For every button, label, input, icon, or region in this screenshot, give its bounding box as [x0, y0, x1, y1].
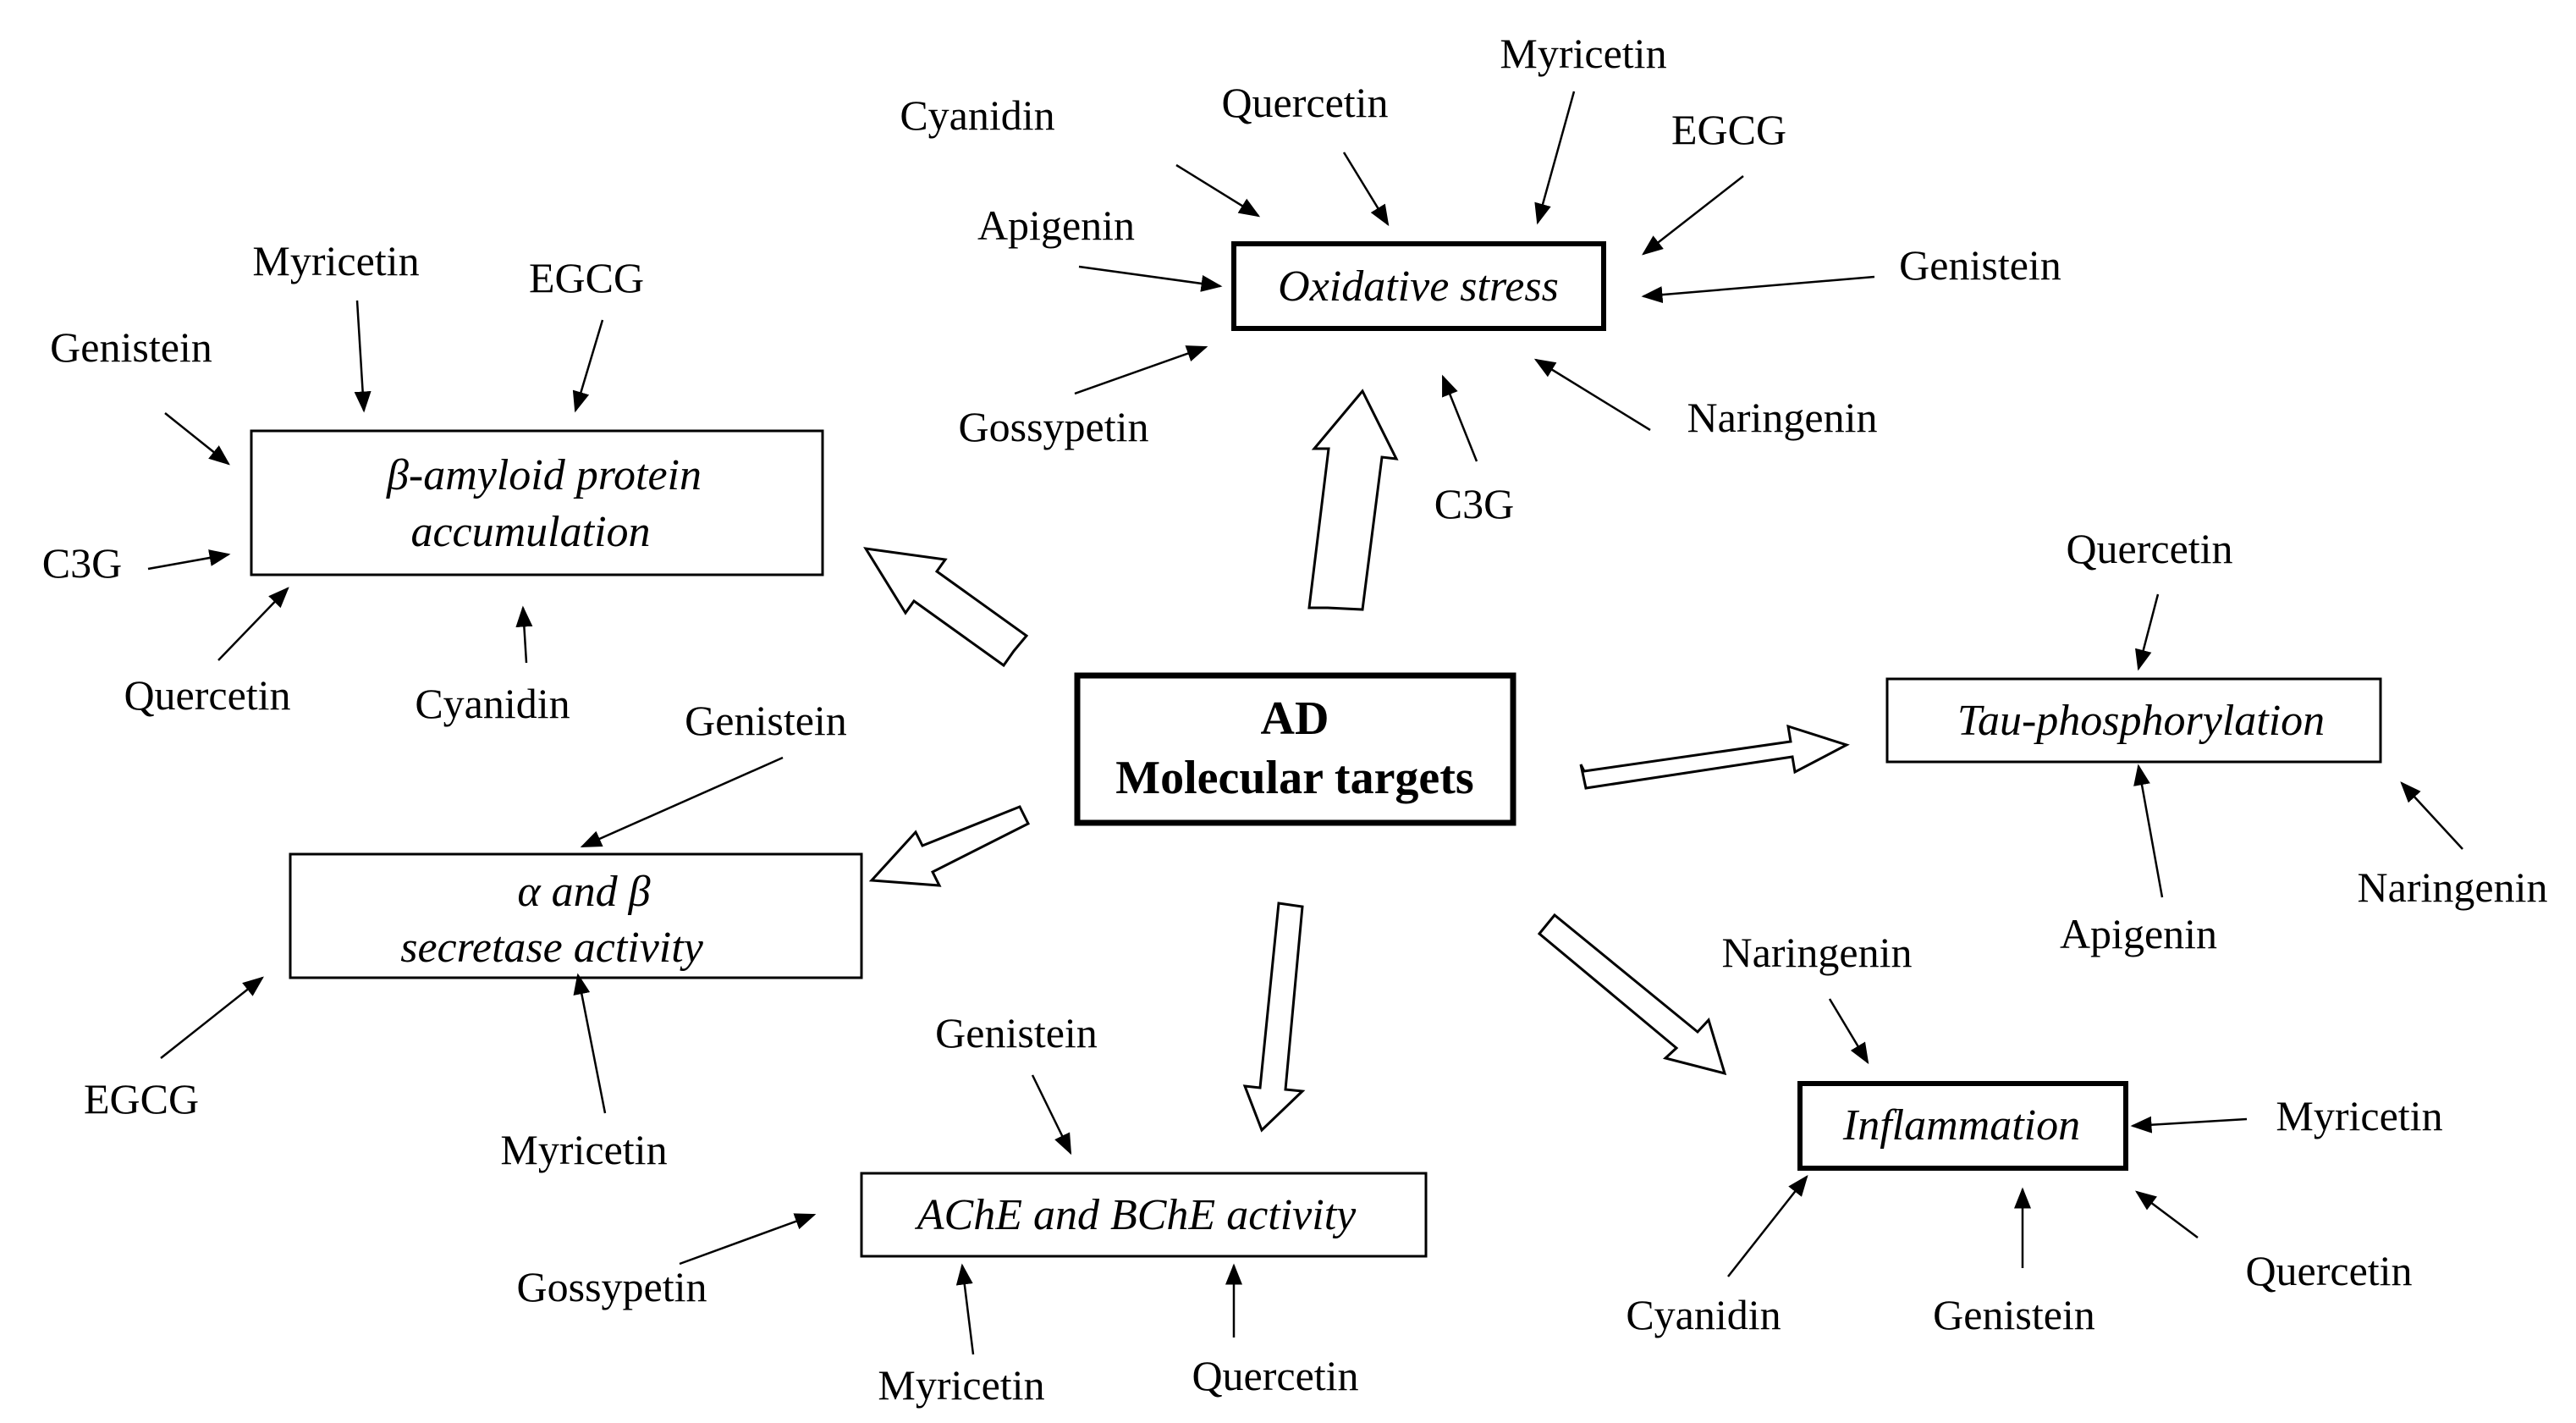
block-arrow-to-tau — [1579, 724, 1850, 790]
compound-arrow — [1641, 275, 1875, 304]
compound-arrow — [515, 605, 533, 664]
center-node: AD Molecular targets — [1074, 672, 1516, 826]
target-tau: Tau-phosphorylation Quercetin Apigenin N… — [1885, 525, 2548, 957]
compound-label: Quercetin — [124, 671, 290, 719]
compound-label: Naringenin — [1722, 929, 1913, 976]
compound-label: Quercetin — [1221, 79, 1388, 126]
compound-label: Myricetin — [1500, 30, 1666, 77]
compound-arrow — [2133, 764, 2164, 898]
target-ache-bche: AChE and BChE activity Genistein Gossype… — [517, 1009, 1428, 1409]
compound-label: Genistein — [935, 1009, 1098, 1056]
compound-label: Myricetin — [2276, 1092, 2442, 1139]
beta-amyloid-box — [250, 429, 824, 576]
block-arrow-to-inflammation — [1537, 913, 1727, 1076]
compound-label: Naringenin — [1687, 394, 1878, 441]
block-arrow-to-oxidative-stress — [1307, 389, 1399, 611]
compound-label: Genistein — [50, 323, 212, 371]
compound-arrow — [1727, 1175, 1808, 1277]
block-arrow-to-ache-bche — [1242, 902, 1306, 1133]
compound-label: Genistein — [1933, 1291, 2095, 1338]
compound-label: C3G — [1434, 480, 1514, 527]
compound-label: Quercetin — [2245, 1247, 2412, 1294]
center-title: AD — [1261, 692, 1329, 745]
compound-arrow — [573, 973, 607, 1114]
compound-label: EGCG — [84, 1075, 199, 1122]
compound-label: Myricetin — [500, 1126, 667, 1173]
compound-arrow — [679, 1213, 817, 1266]
compound-label: Gossypetin — [517, 1263, 707, 1310]
compound-label: Myricetin — [252, 237, 419, 284]
compound-label: Gossypetin — [959, 403, 1149, 450]
compound-label: EGCG — [529, 254, 644, 301]
tau-label: Tau-phosphorylation — [1957, 697, 2325, 745]
compound-arrow — [1078, 265, 1223, 292]
compound-label: Quercetin — [2066, 525, 2232, 572]
beta-amyloid-label-line1: β-amyloid protein — [386, 451, 702, 499]
compound-arrow — [217, 587, 289, 661]
compound-arrow — [955, 1263, 975, 1355]
target-inflammation: Inflammation Naringenin Myricetin Cyanid… — [1626, 929, 2442, 1338]
compound-arrow — [1534, 91, 1576, 225]
compound-arrow — [147, 549, 231, 571]
compound-label: Naringenin — [2358, 863, 2548, 911]
compound-label: C3G — [42, 539, 122, 587]
compound-arrow — [2130, 1116, 2248, 1133]
oxidative-stress-label: Oxidative stress — [1278, 262, 1559, 311]
compound-label: Cyanidin — [1626, 1291, 1781, 1338]
compound-arrow — [572, 319, 604, 413]
oxidative-stress-box — [1231, 241, 1606, 331]
compound-arrow — [1175, 163, 1261, 218]
compound-arrow — [164, 412, 230, 466]
compound-label: EGCG — [1671, 106, 1786, 153]
secretase-label-line2: secretase activity — [400, 924, 703, 972]
target-oxidative-stress: Oxidative stress Cyanidin Quercetin Myri… — [900, 30, 2061, 527]
secretase-label-line1: α and β — [517, 868, 650, 916]
compound-arrow — [160, 976, 264, 1059]
compound-label: Apigenin — [977, 201, 1135, 249]
tau-box — [1885, 677, 2382, 764]
compound-label: Genistein — [685, 697, 847, 744]
inflammation-box — [1797, 1081, 2128, 1171]
inflammation-label: Inflammation — [1842, 1101, 2080, 1150]
compound-arrow — [1031, 1074, 1072, 1155]
compound-arrow — [2400, 781, 2463, 850]
compound-arrow — [1533, 358, 1651, 432]
compound-label: Apigenin — [2060, 910, 2217, 957]
block-arrow-to-beta-amyloid — [863, 547, 1029, 668]
compound-label: Genistein — [1899, 241, 2061, 289]
center-box — [1074, 672, 1516, 826]
compound-arrow — [2135, 1190, 2199, 1238]
compound-arrow — [1074, 345, 1208, 395]
block-arrows — [863, 389, 1850, 1133]
ache-bche-box — [860, 1172, 1428, 1258]
compound-arrow — [1828, 998, 1869, 1065]
beta-amyloid-label-line2: accumulation — [410, 508, 650, 556]
compound-arrow — [1441, 374, 1478, 462]
compound-arrow — [580, 756, 784, 848]
compound-arrow — [1342, 152, 1390, 227]
compound-label: Cyanidin — [415, 680, 570, 727]
block-arrow-to-secretase — [868, 805, 1031, 887]
compound-label: Quercetin — [1192, 1352, 1358, 1399]
center-subtitle: Molecular targets — [1115, 752, 1473, 804]
compound-label: Cyanidin — [900, 91, 1054, 139]
ache-bche-label: AChE and BChE activity — [915, 1191, 1357, 1239]
target-secretase: α and β secretase activity Genistein EGC… — [84, 697, 863, 1173]
compound-arrow — [2135, 593, 2160, 671]
target-beta-amyloid: β-amyloid protein accumulation Myricetin… — [42, 237, 824, 727]
compound-label: Myricetin — [878, 1361, 1044, 1409]
compound-arrow — [354, 300, 372, 413]
compound-arrow — [1642, 175, 1744, 256]
